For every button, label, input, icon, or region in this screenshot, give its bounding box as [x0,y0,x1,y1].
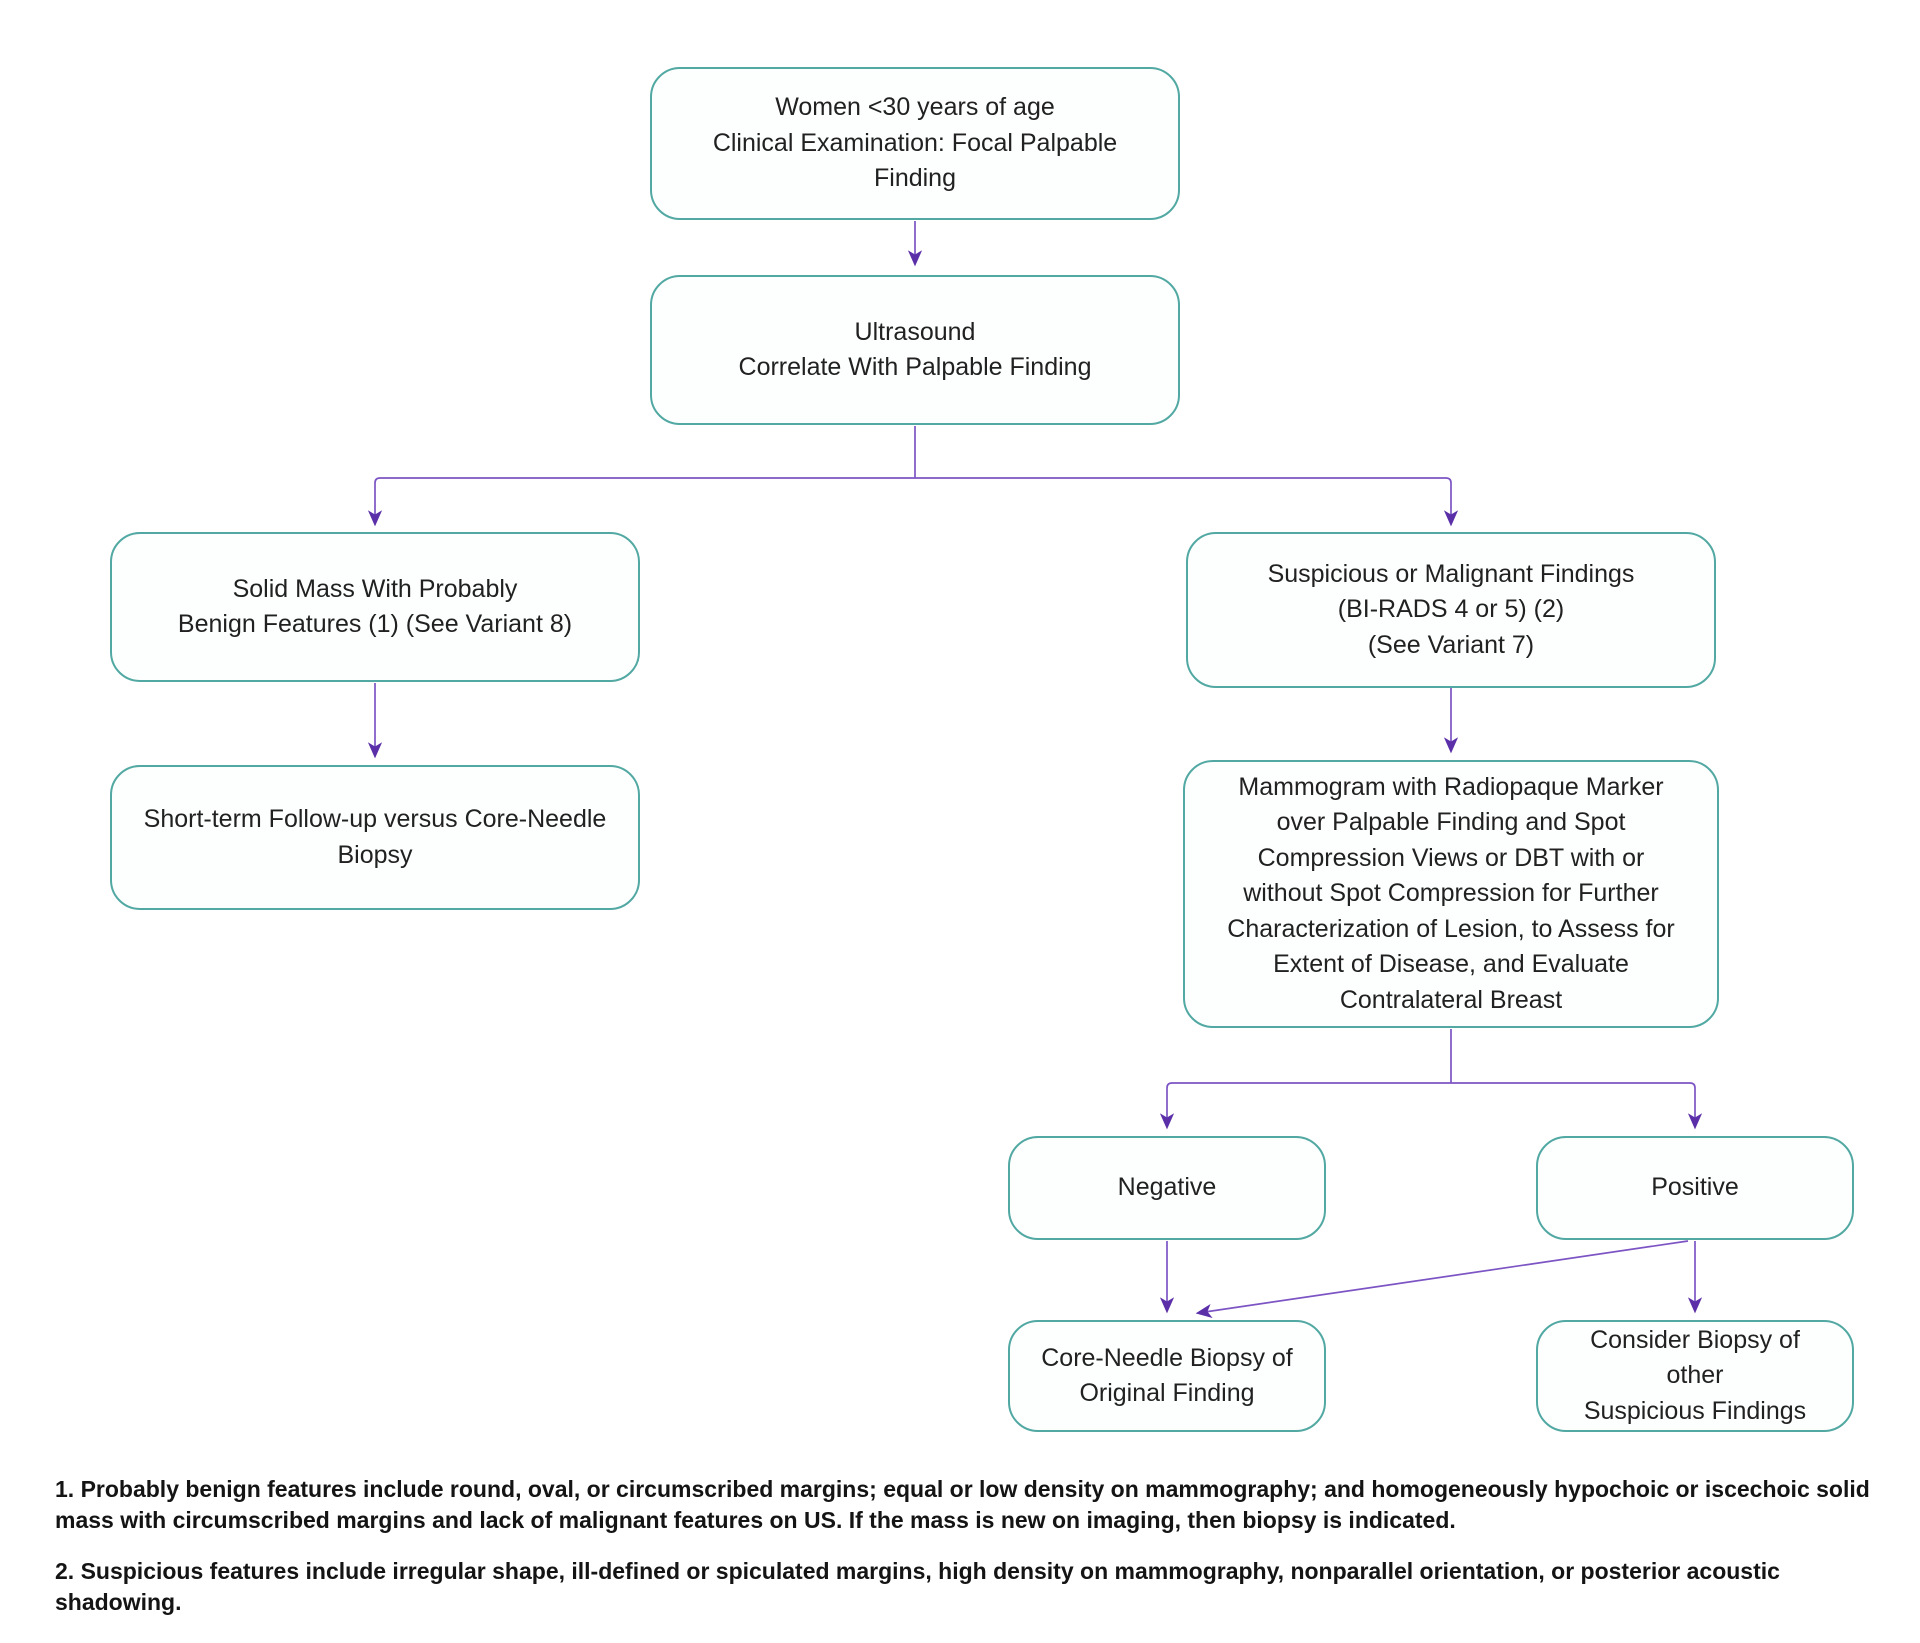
connector-positive-to-core-biopsy-diagonal [1195,1240,1689,1319]
node-positive: Positive [1536,1136,1854,1240]
node-women-under-30-label: Women <30 years of age Clinical Examinat… [712,93,1118,193]
node-suspicious-findings: Suspicious or Malignant Findings (BI-RAD… [1186,532,1716,688]
node-women-under-30: Women <30 years of age Clinical Examinat… [650,67,1180,220]
node-consider-biopsy: Consider Biopsy of other Suspicious Find… [1536,1320,1854,1432]
node-mammogram-radiopaque: Mammogram with Radiopaque Marker over Pa… [1183,760,1719,1028]
node-core-needle-biopsy-label: Core-Needle Biopsy of Original Finding [1041,1343,1293,1408]
node-positive-label: Positive [1651,1173,1739,1202]
node-short-term-followup-label: Short-term Follow-up versus Core-Needle … [143,805,607,869]
node-short-term-followup: Short-term Follow-up versus Core-Needle … [110,765,640,910]
node-consider-biopsy-label: Consider Biopsy of other Suspicious Find… [1583,1325,1807,1425]
node-solid-mass-benign: Solid Mass With Probably Benign Features… [110,532,640,682]
connector-split-right-to-suspicious [915,477,1459,527]
footnote-2: 2. Suspicious features include irregular… [55,1558,1780,1616]
node-core-needle-biopsy: Core-Needle Biopsy of Original Finding [1008,1320,1326,1432]
node-mammogram-radiopaque-label: Mammogram with Radiopaque Marker over Pa… [1227,772,1675,1014]
node-negative: Negative [1008,1136,1326,1240]
node-negative-label: Negative [1117,1173,1217,1202]
connector-split-left-to-solid-mass [367,477,915,527]
node-ultrasound-label: Ultrasound Correlate With Palpable Findi… [738,317,1092,382]
footnote-1: 1. Probably benign features include roun… [55,1476,1870,1534]
connector-split-to-positive [1451,1082,1703,1130]
node-suspicious-findings-label: Suspicious or Malignant Findings (BI-RAD… [1267,559,1635,659]
node-ultrasound: Ultrasound Correlate With Palpable Findi… [650,275,1180,425]
node-solid-mass-benign-label: Solid Mass With Probably Benign Features… [177,574,573,639]
connector-split-to-negative [1159,1082,1451,1130]
